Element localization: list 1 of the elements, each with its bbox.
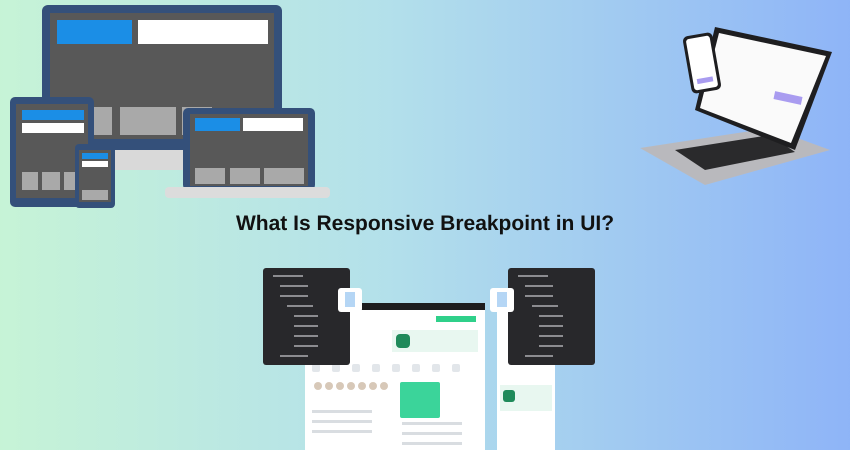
- title: What Is Responsive Breakpoint in UI?: [234, 212, 616, 236]
